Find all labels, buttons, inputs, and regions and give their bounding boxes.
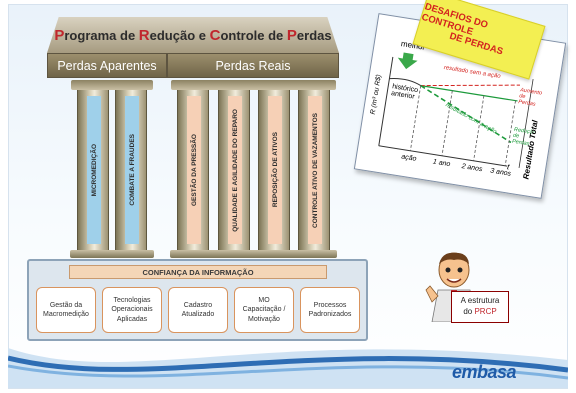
pillar: MICROMEDIÇÃO — [77, 90, 109, 250]
challenge-card: melhor R (m³ ou R$) histórico anterior r… — [353, 13, 567, 199]
pillar-band: COMBATE A FRAUDES — [125, 96, 139, 244]
foundation-title: CONFIANÇA DA INFORMAÇÃO — [69, 265, 327, 279]
pillar-base — [70, 250, 116, 258]
speech-box: A estrutura do PRCP — [451, 291, 509, 323]
title-capital: P — [286, 26, 297, 44]
pillar-capital — [171, 80, 215, 90]
pillar-base — [211, 250, 257, 258]
pillar: QUALIDADE E AGILIDADE DO REPARO — [218, 90, 250, 250]
title-text: erdas — [296, 27, 332, 43]
foundation: CONFIANÇA DA INFORMAÇÃO Gestão da Macrom… — [27, 259, 368, 341]
pillar-label: COMBATE A FRAUDES — [128, 134, 136, 206]
title-text: edução e — [149, 27, 210, 43]
temple-roof: Programa de Redução e Controle de Perdas — [47, 17, 339, 53]
pillar-base — [170, 250, 216, 258]
foundation-item: Cadastro Atualizado — [168, 287, 228, 333]
pillar-band: CONTROLE ATIVO DE VAZAMENTOS — [308, 96, 322, 244]
speech-brand: PRCP — [474, 307, 497, 316]
pillar-band: GESTÃO DA PRESSÃO — [187, 96, 201, 244]
pillar-label: GESTÃO DA PRESSÃO — [190, 134, 198, 206]
speech-line-2: do PRCP — [463, 307, 496, 318]
pillar-band: REPOSIÇÃO DE ATIVOS — [268, 96, 282, 244]
pillar-capital — [292, 80, 336, 90]
pillar-label: CONTROLE ATIVO DE VAZAMENTOS — [311, 112, 319, 228]
increase-label: Aumento de Perdas — [517, 87, 543, 108]
pillar-capital — [252, 80, 296, 90]
title-capital: C — [209, 26, 221, 44]
speech-line-1: A estrutura — [460, 296, 500, 306]
pillar-base — [291, 250, 337, 258]
title-capital: P — [54, 26, 65, 44]
challenge-graph — [378, 52, 534, 169]
pillar-label: REPOSIÇÃO DE ATIVOS — [271, 132, 279, 208]
beam-perdas-aparentes: Perdas Aparentes — [47, 53, 167, 78]
pillar-label: MICROMEDIÇÃO — [90, 143, 98, 197]
beam-perdas-reais: Perdas Reais — [167, 53, 339, 78]
foundation-item: Gestão da Macromedição — [36, 287, 96, 333]
pillar-band: MICROMEDIÇÃO — [87, 96, 101, 244]
foundation-item: Processos Padronizados — [300, 287, 360, 333]
embasa-logo: embasa — [452, 362, 517, 382]
title-capital: R — [138, 26, 150, 44]
pillar-capital — [109, 80, 153, 90]
pillar-capital — [212, 80, 256, 90]
foundation-item: MO Capacitação / Motivação — [234, 287, 294, 333]
pillar: GESTÃO DA PRESSÃO — [177, 90, 209, 250]
pillar-base — [108, 250, 154, 258]
wave-decoration — [8, 348, 568, 388]
speech-prefix: do — [463, 307, 473, 316]
title-text: rograma de — [64, 27, 139, 43]
pillar-label: QUALIDADE E AGILIDADE DO REPARO — [231, 108, 239, 232]
title-text: ontrole de — [220, 27, 287, 43]
foundation-item: Tecnologias Operacionais Aplicadas — [102, 287, 162, 333]
pillar: REPOSIÇÃO DE ATIVOS — [258, 90, 290, 250]
pillar: COMBATE A FRAUDES — [115, 90, 147, 250]
pillar-band: QUALIDADE E AGILIDADE DO REPARO — [228, 96, 242, 244]
down-arrow-icon — [397, 52, 418, 70]
pillar: CONTROLE ATIVO DE VAZAMENTOS — [298, 90, 330, 250]
pillar-capital — [71, 80, 115, 90]
program-title: Programa de Redução e Controle de Perdas — [54, 27, 331, 44]
pillar-base — [251, 250, 297, 258]
